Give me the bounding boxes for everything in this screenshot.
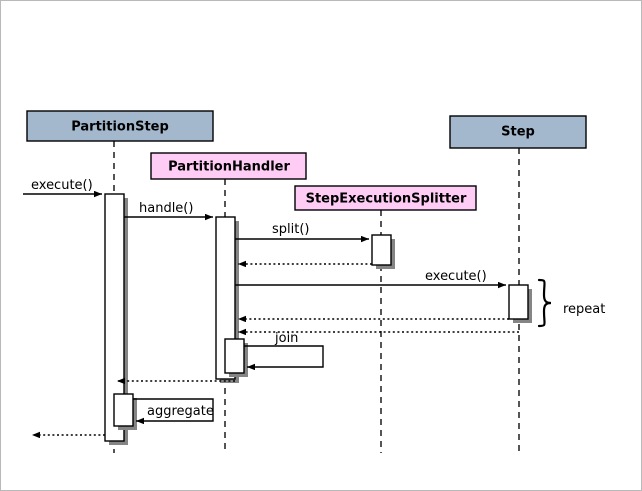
activation-bar-aggregate-nested bbox=[113, 393, 134, 427]
message-self-call-aggregate bbox=[133, 398, 214, 425]
message-label-execute-step: execute() bbox=[425, 269, 487, 284]
participant-step[interactable] bbox=[449, 115, 587, 149]
participant-partition-step[interactable] bbox=[26, 110, 214, 142]
participant-box-partition-handler[interactable] bbox=[150, 152, 307, 180]
participant-box-step[interactable] bbox=[449, 115, 587, 149]
participant-label-step: Step bbox=[501, 125, 535, 140]
activation-bar-join-nested bbox=[224, 338, 245, 374]
text-labels-group: PartitionStep PartitionHandler StepExecu… bbox=[31, 120, 605, 420]
message-label-handle: handle() bbox=[139, 201, 193, 216]
messages-group bbox=[23, 190, 519, 439]
message-label-aggregate: aggregate bbox=[147, 404, 214, 419]
message-label-split: split() bbox=[272, 222, 310, 237]
participant-label-partition-handler: PartitionHandler bbox=[168, 160, 290, 175]
participant-label-partition-step: PartitionStep bbox=[71, 120, 169, 135]
repeat-brace-icon bbox=[537, 278, 552, 328]
repeat-annotation-label: repeat bbox=[563, 302, 605, 317]
message-label-join: join bbox=[274, 331, 298, 346]
participant-partition-handler[interactable] bbox=[150, 152, 307, 180]
activation-bar-step-execution-splitter bbox=[371, 234, 392, 266]
participant-box-step-execution-splitter[interactable] bbox=[294, 185, 477, 211]
participant-boxes-group bbox=[26, 110, 587, 211]
message-self-call-join bbox=[244, 345, 324, 371]
participant-box-partition-step[interactable] bbox=[26, 110, 214, 142]
message-label-execute-entry: execute() bbox=[31, 178, 93, 193]
activation-bar-step bbox=[508, 284, 529, 320]
repeat-annotation-group bbox=[537, 278, 552, 328]
participant-step-execution-splitter[interactable] bbox=[294, 185, 477, 211]
participant-label-step-execution-splitter: StepExecutionSplitter bbox=[306, 192, 467, 207]
